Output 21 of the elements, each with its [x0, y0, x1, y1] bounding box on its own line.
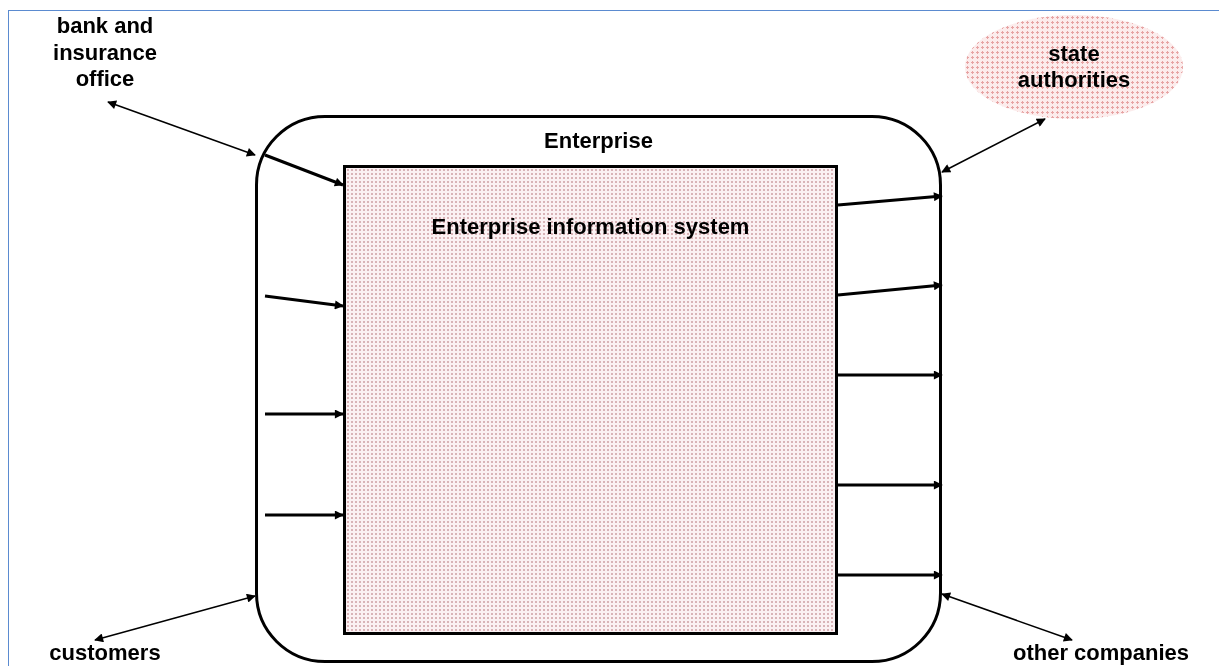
box-title: Enterprise	[544, 128, 653, 153]
arrow	[838, 370, 943, 380]
arrow	[264, 294, 344, 310]
node-label: other companies	[1012, 639, 1189, 666]
double-arrow	[941, 118, 1046, 173]
rounded-box	[255, 115, 942, 663]
system-box	[343, 165, 838, 635]
arrow	[838, 570, 943, 580]
node-label: bank and insurance office	[52, 13, 158, 93]
node-label: state authorities	[1016, 40, 1132, 94]
double-arrow	[941, 592, 1073, 642]
arrow	[264, 153, 344, 187]
double-arrow	[107, 100, 256, 157]
arrow	[837, 192, 943, 207]
arrow	[838, 480, 943, 490]
arrow	[265, 409, 344, 419]
arrow	[837, 281, 943, 297]
node-label: customers	[49, 639, 161, 666]
arrow	[265, 510, 344, 520]
box-title: Enterprise information system	[431, 214, 750, 239]
double-arrow	[94, 593, 256, 643]
